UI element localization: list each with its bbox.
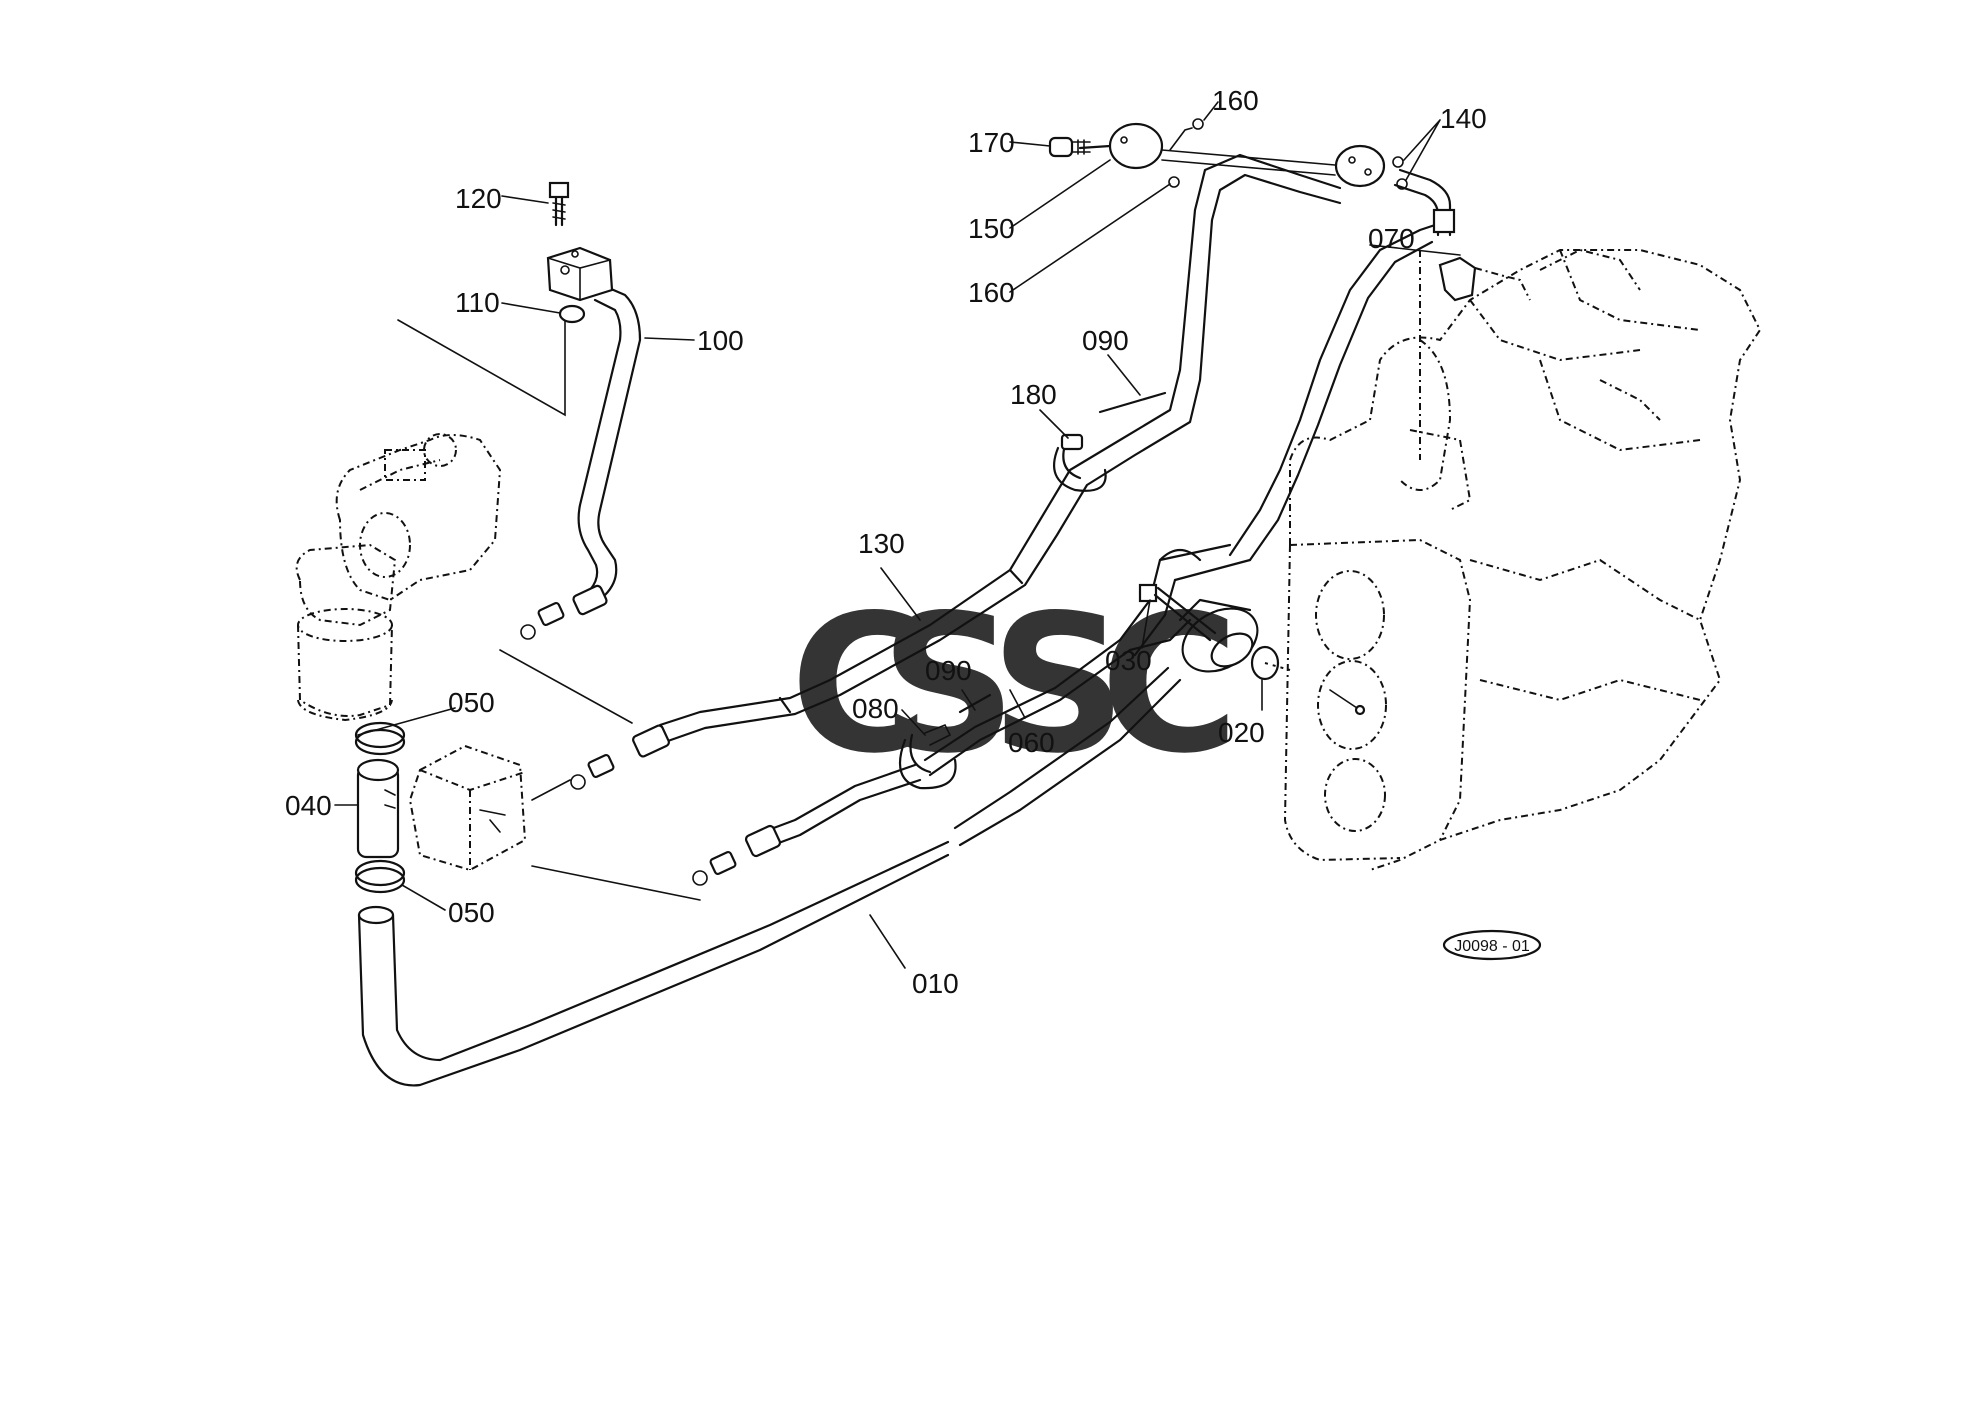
label-100: 100 bbox=[697, 325, 744, 356]
banjo-block bbox=[1178, 598, 1259, 673]
label-090-mid: 090 bbox=[925, 655, 972, 686]
label-130: 130 bbox=[858, 528, 905, 559]
pipe-130 bbox=[658, 153, 1342, 744]
label-050-bottom: 050 bbox=[448, 897, 495, 928]
label-110: 110 bbox=[455, 287, 500, 318]
pipe-070 bbox=[1393, 168, 1531, 460]
label-030: 030 bbox=[1105, 645, 1152, 676]
watermark-letter-2: S bbox=[880, 574, 1017, 795]
label-150: 150 bbox=[968, 213, 1015, 244]
pipe-060 bbox=[753, 218, 1452, 852]
watermark-letter-4: C bbox=[1100, 574, 1239, 795]
drawing-code: J0098 - 01 bbox=[1454, 938, 1530, 955]
washer-160-top bbox=[1192, 118, 1204, 130]
fitting-block-150 bbox=[1048, 122, 1164, 170]
washer-160-bottom bbox=[1168, 176, 1180, 188]
hose-040 bbox=[356, 758, 400, 859]
flange-block-100 bbox=[546, 246, 614, 302]
label-060: 060 bbox=[1008, 727, 1055, 758]
pipe-100 bbox=[577, 280, 642, 597]
label-120: 120 bbox=[455, 183, 502, 214]
bolt-120 bbox=[548, 181, 570, 227]
watermark-letter-1: C bbox=[790, 574, 929, 795]
leader-lines bbox=[334, 101, 1461, 969]
hydraulic-pump bbox=[295, 433, 502, 627]
label-140: 140 bbox=[1440, 103, 1487, 134]
oil-filter bbox=[297, 608, 393, 722]
label-160-bottom: 160 bbox=[968, 277, 1015, 308]
drawing-code-badge: J0098 - 01 bbox=[1442, 929, 1542, 961]
fitting-block-140 bbox=[1161, 144, 1408, 190]
label-080: 080 bbox=[852, 693, 899, 724]
transmission-housing bbox=[1283, 248, 1762, 871]
label-050-top: 050 bbox=[448, 687, 495, 718]
clamp-080 bbox=[898, 723, 957, 790]
label-090-top: 090 bbox=[1082, 325, 1129, 356]
watermark-letter-3: S bbox=[990, 574, 1127, 795]
label-010: 010 bbox=[912, 968, 959, 999]
hose-010 bbox=[357, 666, 1182, 1087]
label-040: 040 bbox=[285, 790, 332, 821]
bolt-030 bbox=[1138, 583, 1217, 642]
leader-pump bbox=[397, 317, 566, 417]
clamp-180 bbox=[1053, 433, 1107, 492]
label-160-top: 160 bbox=[1212, 85, 1259, 116]
clamp-050-bottom bbox=[354, 859, 406, 894]
part-labels: 120 110 100 170 160 140 150 160 070 090 … bbox=[285, 85, 1487, 999]
leader-160-top-link bbox=[1169, 127, 1193, 151]
cotter-pin-090-mid bbox=[958, 693, 992, 714]
cotter-pin-090-top bbox=[1098, 391, 1167, 414]
fittings bbox=[499, 584, 782, 901]
label-020: 020 bbox=[1218, 717, 1265, 748]
label-070: 070 bbox=[1368, 223, 1415, 254]
label-180: 180 bbox=[1010, 379, 1057, 410]
watermark: C S S C bbox=[790, 574, 1239, 795]
o-ring-110 bbox=[558, 304, 586, 324]
clamp-050-top bbox=[354, 721, 406, 756]
valve-block bbox=[408, 744, 527, 872]
label-170: 170 bbox=[968, 127, 1015, 158]
